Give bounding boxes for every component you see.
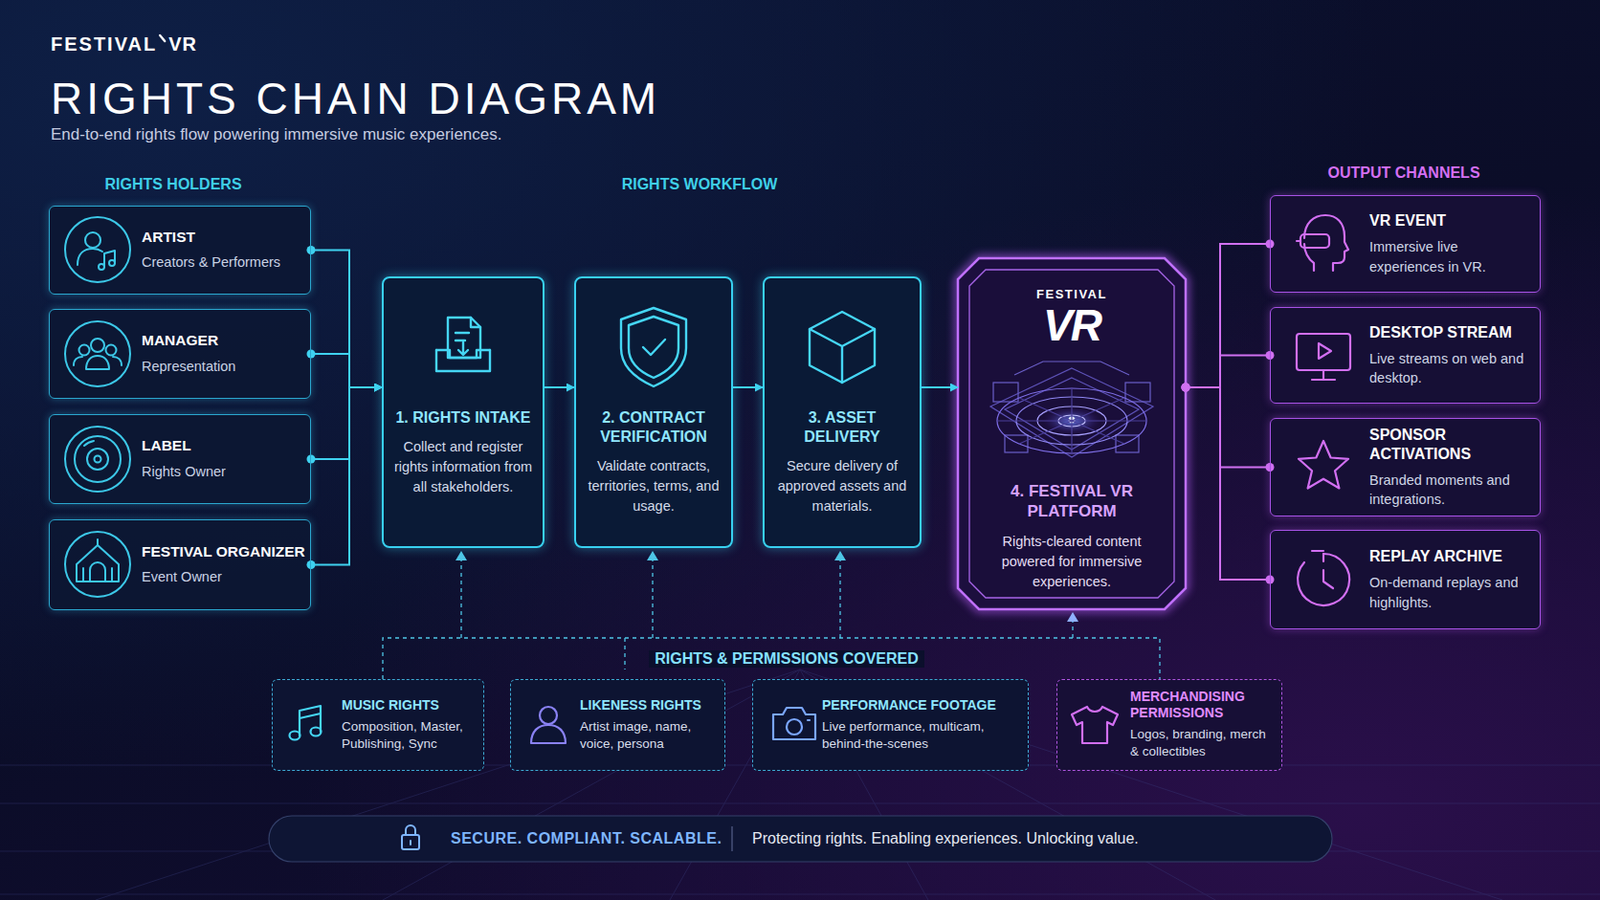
box-body: Representation <box>141 357 307 377</box>
box-fills <box>48 195 1541 863</box>
connector <box>1185 355 1270 389</box>
workflow-icons <box>436 308 875 387</box>
logo-tick <box>159 35 165 42</box>
step-body: Collect and register rights information … <box>391 437 535 498</box>
connector <box>1185 387 1270 468</box>
box-body: Branded moments and integrations. <box>1369 470 1531 511</box>
platform-outline <box>957 258 1186 610</box>
output-icons <box>1296 215 1351 606</box>
connector <box>1185 387 1270 580</box>
title-text: RIGHTS CHAIN DIAGRAM <box>50 72 661 125</box>
footer-band: SECURE. COMPLIANT. SCALABLE.Protecting r… <box>268 816 1333 863</box>
connector <box>311 387 382 460</box>
step-heading: 1. RIGHTS INTAKE <box>391 408 535 428</box>
connector-dot <box>307 245 316 255</box>
step-body: Secure delivery of approved assets and m… <box>772 456 912 517</box>
holder-box: ARTIST Creators & Performers <box>48 205 312 295</box>
process-box: 3. ASSET DELIVERY Secure delivery of appr… <box>762 276 922 549</box>
connector-dot <box>307 560 316 570</box>
connector-dot <box>1181 383 1191 393</box>
platform-body: Rights-cleared content powered for immer… <box>978 532 1165 593</box>
platform-box: FESTIVALVR 4. FESTIVAL VR PLATFORM Rights-… <box>957 258 1186 610</box>
permission-body: Logos, branding, merch & collectibles <box>1130 726 1274 761</box>
output-box: REPLAY ARCHIVE On-demand replays and high… <box>1269 530 1541 630</box>
holder-box: FESTIVAL ORGANIZER Event Owner <box>48 519 312 611</box>
box-heading: REPLAY ARCHIVE <box>1369 547 1531 567</box>
stage-illustration <box>990 361 1154 458</box>
step-heading: 3. ASSET DELIVERY <box>772 408 912 447</box>
footer-text: Protecting rights. Enabling experiences.… <box>752 830 1139 848</box>
connector <box>1185 244 1270 388</box>
output-box: DESKTOP STREAM Live streams on web and de… <box>1269 307 1541 404</box>
connector-dot <box>307 455 316 465</box>
step-heading: 2. CONTRACT VERIFICATION <box>583 408 724 447</box>
process-box: 1. RIGHTS INTAKE Collect and register rig… <box>381 276 545 549</box>
box-heading: SPONSOR ACTIVATIONS <box>1369 425 1531 465</box>
permission-body: Composition, Master, Publishing, Sync <box>341 718 476 754</box>
box-body: On-demand replays and highlights. <box>1369 573 1531 613</box>
box-heading: MANAGER <box>141 332 307 351</box>
permission-heading: MUSIC RIGHTS <box>341 697 476 715</box>
permission-box: PERFORMANCE FOOTAGE Live performance, mul… <box>752 679 1029 772</box>
connector <box>311 354 382 388</box>
box-heading: ARTIST <box>141 228 307 247</box>
permission-box: LIKENESS RIGHTS Artist image, name, voice… <box>510 679 726 772</box>
box-body: Rights Owner <box>141 463 307 482</box>
box-heading: LABEL <box>141 437 307 456</box>
process-box: 2. CONTRACT VERIFICATION Validate contrac… <box>574 276 734 549</box>
connector <box>311 387 382 566</box>
bracket-arrowheads <box>455 551 1079 623</box>
footer-tagline: SECURE. COMPLIANT. SCALABLE. <box>450 830 753 848</box>
connector-dot <box>1181 383 1191 393</box>
connector <box>733 386 763 389</box>
box-heading: FESTIVAL ORGANIZER <box>141 543 307 562</box>
box-heading: DESKTOP STREAM <box>1369 323 1531 343</box>
section-heading: OUTPUT CHANNELS <box>1327 164 1480 182</box>
box-body: Event Owner <box>141 568 307 587</box>
holder-box: LABEL Rights Owner <box>48 414 312 505</box>
logo-word: FESTIVAL <box>978 287 1165 302</box>
connector-dot <box>307 350 316 359</box>
step-body: Validate contracts, territories, terms, … <box>583 456 724 517</box>
connector <box>921 386 958 389</box>
permission-heading: LIKENESS RIGHTS <box>579 697 717 715</box>
permission-box: MERCHANDISING PERMISSIONS Logos, branding… <box>1056 679 1283 772</box>
output-box: SPONSOR ACTIVATIONS Branded moments and i… <box>1269 418 1541 517</box>
logo-word: FESTIVAL <box>50 33 157 56</box>
floor-grid <box>0 669 1600 900</box>
logo-word: VR <box>168 33 198 56</box>
lock-icon <box>401 825 420 850</box>
section-heading: RIGHTS WORKFLOW <box>622 176 778 194</box>
permission-box: MUSIC RIGHTS Composition, Master, Publish… <box>271 679 485 772</box>
permission-heading: PERFORMANCE FOOTAGE <box>822 697 1021 715</box>
logo-word: VR <box>978 303 1165 348</box>
connector-dot <box>1181 383 1191 393</box>
permission-body: Artist image, name, voice, persona <box>579 718 717 754</box>
permission-body: Live performance, multicam, behind-the-s… <box>822 718 1021 754</box>
output-box: VR EVENT Immersive live experiences in VR… <box>1269 195 1541 293</box>
connector <box>544 386 575 389</box>
box-body: Live streams on web and desktop. <box>1369 349 1531 389</box>
group-heading: RIGHTS & PERMISSIONS COVERED <box>648 650 925 668</box>
holder-box: MANAGER Representation <box>48 309 312 400</box>
caption-text: End-to-end rights flow powering immersiv… <box>50 125 502 145</box>
section-heading: RIGHTS HOLDERS <box>104 176 242 194</box>
permission-heading: MERCHANDISING PERMISSIONS <box>1130 688 1274 722</box>
box-body: Immersive live experiences in VR. <box>1369 237 1531 277</box>
platform-heading: 4. FESTIVAL VR PLATFORM <box>978 481 1165 523</box>
holder-icons <box>65 217 131 598</box>
connector <box>311 250 382 389</box>
box-body: Creators & Performers <box>141 253 307 272</box>
box-heading: VR EVENT <box>1369 211 1531 231</box>
connector-dot <box>1181 383 1191 393</box>
